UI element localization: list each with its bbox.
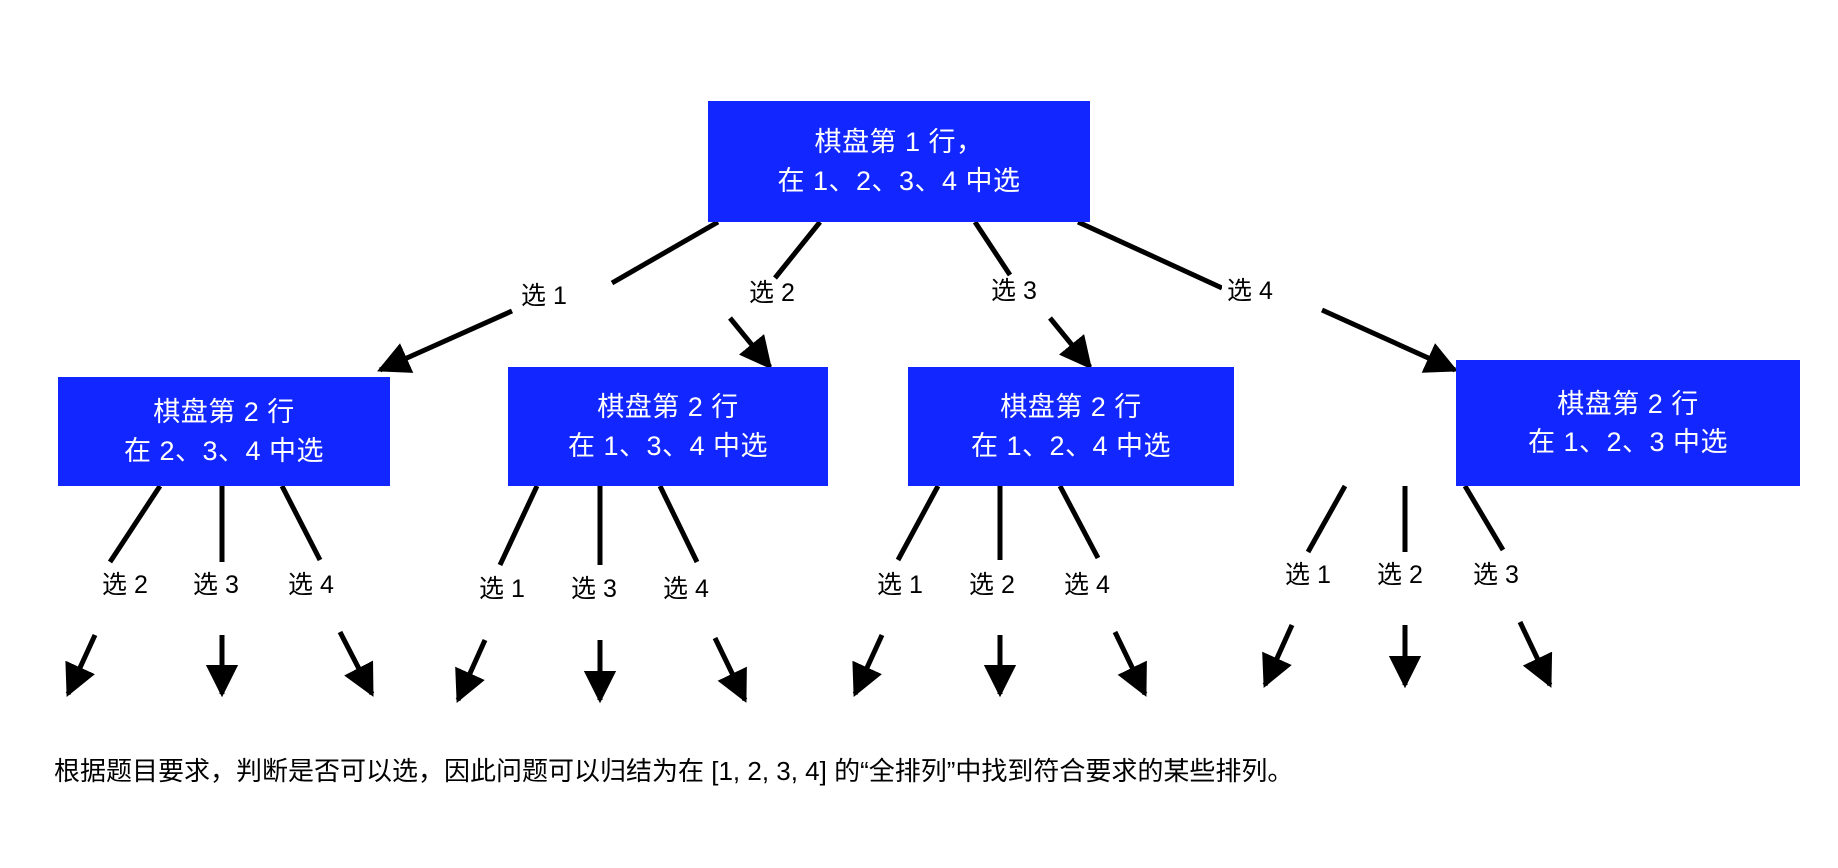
- node-child-4-line-2: 在 1、2、3 中选: [1527, 427, 1729, 457]
- edge-child-4-leaf-3-lower: [1517, 620, 1553, 688]
- edge-child-2-leaf-1-upper: [497, 484, 540, 567]
- node-child-4[interactable]: 棋盘第 2 行 在 1、2、3 中选: [1456, 360, 1800, 486]
- edge-root-to-child-1-lower: [377, 308, 514, 373]
- edge-root-to-child-4-upper: [1076, 219, 1224, 291]
- edge-root-to-child-2-lower: [728, 316, 773, 370]
- edge-label-root-1: 选 1: [516, 282, 572, 311]
- edge-label-root-4: 选 4: [1222, 277, 1278, 306]
- node-child-3-line-1: 棋盘第 2 行: [1000, 392, 1142, 423]
- node-child-1-line-2: 在 2、3、4 中选: [123, 435, 325, 466]
- caption-text: 根据题目要求，判断是否可以选，因此问题可以归结为在 [1, 2, 3, 4] 的…: [54, 756, 1294, 786]
- edge-label-root-2: 选 2: [744, 279, 800, 308]
- edge-child-3-leaf-3-upper: [1057, 484, 1101, 560]
- edge-child-1-leaf-3-lower: [337, 630, 375, 697]
- edge-label-child-1-leaf-3: 选 4: [283, 571, 339, 600]
- node-child-4-line-1: 棋盘第 2 行: [1557, 388, 1699, 419]
- edge-label-child-4-leaf-2: 选 2: [1372, 561, 1428, 590]
- node-child-1[interactable]: 棋盘第 2 行 在 2、3、4 中选: [58, 377, 390, 486]
- edge-child-3-leaf-3-lower: [1112, 630, 1148, 697]
- edge-label-child-4-leaf-1: 选 1: [1280, 561, 1336, 590]
- edge-child-2-leaf-3-lower: [712, 636, 748, 703]
- edge-child-3-leaf-1-upper: [895, 484, 941, 562]
- node-root[interactable]: 棋盘第 1 行， 在 1、2、3、4 中选: [708, 101, 1090, 222]
- node-child-2-line-2: 在 1、3、4 中选: [567, 430, 769, 461]
- edge-root-to-child-4-lower: [1320, 307, 1458, 373]
- edge-child-4-leaf-1-lower: [1262, 623, 1295, 688]
- node-child-3-line-2: 在 1、2、4 中选: [970, 430, 1172, 461]
- edge-label-child-2-leaf-2: 选 3: [566, 575, 622, 604]
- edge-label-child-2-leaf-1: 选 1: [474, 575, 530, 604]
- node-child-1-line-1: 棋盘第 2 行: [153, 397, 295, 428]
- edge-label-child-2-leaf-3: 选 4: [658, 575, 714, 604]
- node-child-2[interactable]: 棋盘第 2 行 在 1、3、4 中选: [508, 367, 828, 486]
- edge-child-1-leaf-1-lower: [65, 633, 98, 697]
- edge-label-child-3-leaf-1: 选 1: [872, 571, 928, 600]
- node-child-3[interactable]: 棋盘第 2 行 在 1、2、4 中选: [908, 367, 1234, 486]
- edge-root-to-child-3-lower: [1048, 316, 1093, 370]
- edge-child-4-leaf-1-upper: [1305, 484, 1348, 554]
- edge-label-child-4-leaf-3: 选 3: [1468, 561, 1524, 590]
- edge-label-child-3-leaf-2: 选 2: [964, 571, 1020, 600]
- edge-label-child-3-leaf-3: 选 4: [1059, 571, 1115, 600]
- edge-root-to-child-3-upper: [972, 220, 1013, 277]
- edge-label-root-3: 选 3: [986, 277, 1042, 306]
- edge-label-child-1-leaf-1: 选 2: [97, 571, 153, 600]
- edge-child-1-leaf-1-upper: [107, 484, 163, 564]
- edge-child-2-leaf-3-upper: [657, 484, 700, 564]
- node-root-line-2: 在 1、2、3、4 中选: [777, 165, 1021, 196]
- edge-child-3-leaf-1-lower: [852, 633, 885, 697]
- edge-child-1-leaf-3-upper: [279, 484, 323, 562]
- node-child-2-line-1: 棋盘第 2 行: [597, 392, 739, 423]
- edge-root-to-child-2-upper: [773, 220, 822, 280]
- node-root-line-1: 棋盘第 1 行，: [814, 127, 984, 158]
- edge-label-child-1-leaf-2: 选 3: [188, 571, 244, 600]
- edge-child-4-leaf-3-upper: [1462, 484, 1506, 552]
- edge-root-to-child-1-upper: [610, 219, 720, 286]
- edge-child-2-leaf-1-lower: [455, 638, 488, 703]
